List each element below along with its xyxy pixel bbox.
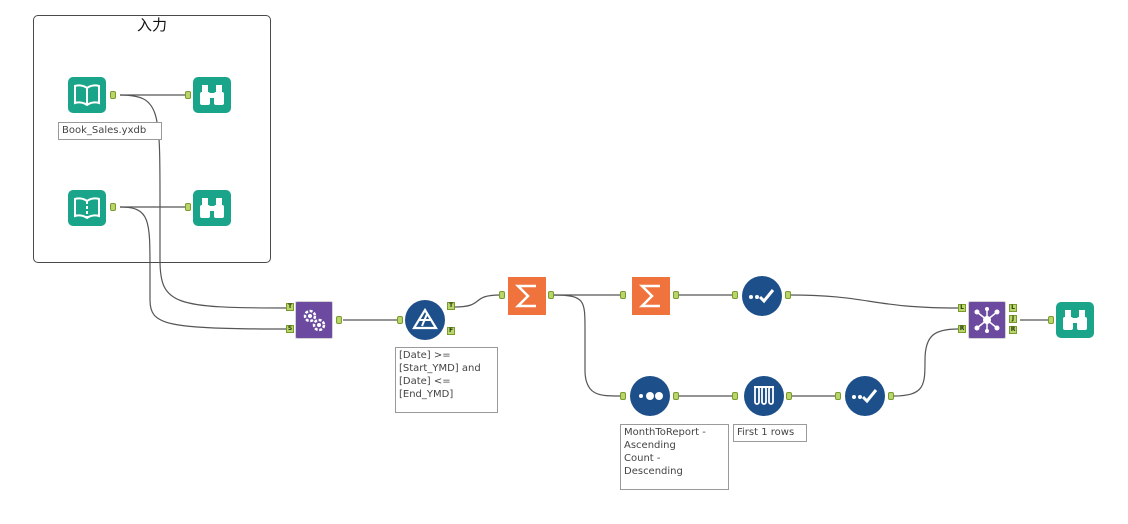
browse-tool-3[interactable]: [1056, 302, 1094, 338]
wire-summarize1-sort: [552, 294, 621, 397]
book-input-icon: [74, 84, 100, 106]
check-icon: [851, 387, 879, 405]
binoculars-icon: [199, 83, 225, 107]
sigma-icon: [514, 282, 540, 310]
browse3-input-anchor[interactable]: [1048, 316, 1054, 324]
browse-tool-1[interactable]: [193, 77, 231, 113]
summarize-tool-1[interactable]: [508, 277, 546, 315]
sort-annotation: MonthToReport - Ascending Count - Descen…: [620, 424, 729, 490]
sample-output-anchor[interactable]: [786, 392, 792, 400]
input-book-sales-annotation: Book_Sales.yxdb: [58, 122, 162, 140]
input-data-tool-1[interactable]: [68, 77, 106, 113]
wire-select2-join: [892, 328, 959, 397]
wire-filter-summarize1: [454, 294, 501, 308]
select1-output-anchor[interactable]: [785, 291, 791, 299]
summarize1-output-anchor[interactable]: [548, 291, 554, 299]
test-tubes-icon: [752, 384, 776, 408]
join-right-output-anchor[interactable]: R: [1009, 326, 1017, 334]
sample-input-anchor[interactable]: [732, 392, 738, 400]
filter-tool[interactable]: [405, 300, 445, 340]
input-container[interactable]: 入力: [33, 15, 271, 263]
join-join-output-anchor[interactable]: J: [1009, 315, 1017, 323]
filter-input-anchor[interactable]: [397, 316, 403, 324]
sort-output-anchor[interactable]: [673, 392, 679, 400]
select-tool-2[interactable]: [845, 376, 885, 416]
wire-input1-append: [119, 94, 288, 309]
join-tool[interactable]: [968, 301, 1006, 339]
gears-icon: [300, 306, 328, 334]
select1-input-anchor[interactable]: [732, 291, 738, 299]
container-title: 入力: [136, 16, 167, 34]
join-left-output-anchor[interactable]: L: [1009, 304, 1017, 312]
filter-true-anchor[interactable]: T: [447, 302, 455, 310]
sample-tool[interactable]: [744, 376, 784, 416]
summarize1-input-anchor[interactable]: [499, 291, 505, 299]
sort-input-anchor[interactable]: [620, 392, 626, 400]
filter-icon: [412, 308, 438, 332]
join-icon: [973, 306, 1001, 334]
dots-icon: [637, 390, 663, 402]
check-icon: [748, 287, 776, 305]
input2-output-anchor[interactable]: [110, 203, 116, 211]
summarize2-input-anchor[interactable]: [620, 291, 626, 299]
input1-output-anchor[interactable]: [110, 91, 116, 99]
append-target-anchor[interactable]: T: [286, 303, 294, 311]
browse2-input-anchor[interactable]: [185, 203, 191, 211]
summarize2-output-anchor[interactable]: [673, 291, 679, 299]
sigma-icon: [638, 282, 664, 310]
browse-tool-2[interactable]: [193, 190, 231, 226]
binoculars-icon: [199, 196, 225, 220]
join-left-input-anchor[interactable]: L: [958, 304, 966, 312]
input-data-tool-2[interactable]: [68, 190, 106, 226]
select-tool-1[interactable]: [742, 276, 782, 316]
select2-output-anchor[interactable]: [888, 392, 894, 400]
sort-tool[interactable]: [630, 376, 670, 416]
summarize-tool-2[interactable]: [632, 277, 670, 315]
append-fields-tool[interactable]: [295, 301, 333, 339]
select2-input-anchor[interactable]: [835, 392, 841, 400]
append-source-anchor[interactable]: S: [286, 325, 294, 333]
join-right-input-anchor[interactable]: R: [958, 325, 966, 333]
wire-input2-append: [119, 206, 288, 330]
wire-select1-join: [789, 294, 959, 309]
browse1-input-anchor[interactable]: [185, 91, 191, 99]
book-input-icon: [74, 197, 100, 219]
filter-false-anchor[interactable]: F: [447, 327, 455, 335]
binoculars-icon: [1062, 308, 1088, 332]
append-output-anchor[interactable]: [336, 316, 342, 324]
sample-annotation: First 1 rows: [733, 424, 807, 442]
filter-annotation: [Date] >= [Start_YMD] and [Date] <= [End…: [395, 347, 498, 413]
